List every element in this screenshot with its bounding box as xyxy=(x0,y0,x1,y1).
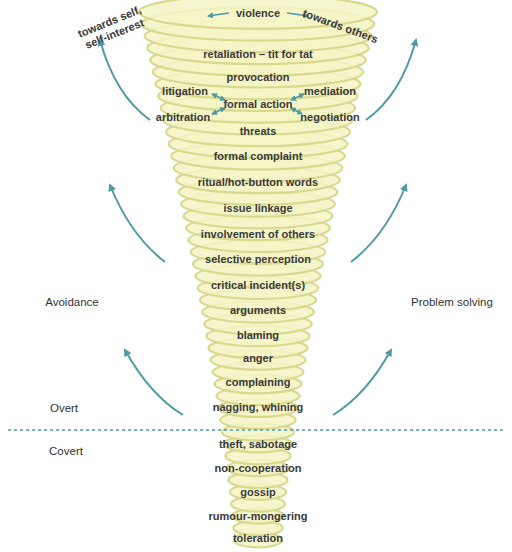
escalation-step: theft, sabotage xyxy=(219,438,297,451)
direction-label: towards self, self-interest xyxy=(69,1,154,55)
escalation-step: toleration xyxy=(233,532,283,545)
escalation-step: mediation xyxy=(304,85,356,98)
escalation-step: anger xyxy=(243,352,273,365)
side-label: Avoidance xyxy=(45,296,99,309)
small-arrows xyxy=(208,13,308,114)
escalation-step: provocation xyxy=(227,71,290,84)
escalation-step: violence xyxy=(236,7,280,20)
escalation-step: formal complaint xyxy=(214,150,303,163)
funnel-ring xyxy=(198,277,319,299)
escalation-step: litigation xyxy=(162,85,208,98)
escalation-step: critical incident(s) xyxy=(211,279,305,292)
escalation-step: non-cooperation xyxy=(215,462,302,475)
escalation-step: selective perception xyxy=(205,253,311,266)
escalation-step: complaining xyxy=(226,376,291,389)
side-label: Problem solving xyxy=(411,296,493,309)
escalation-step: negotiation xyxy=(300,111,359,124)
escalation-step: nagging, whining xyxy=(213,401,303,414)
escalation-step: ritual/hot-button words xyxy=(198,176,318,189)
funnel-ring xyxy=(215,375,302,394)
side-label: Overt xyxy=(50,402,78,415)
escalation-step: involvement of others xyxy=(201,228,315,241)
escalation-step: blaming xyxy=(237,329,279,342)
escalation-step: formal action xyxy=(223,98,292,111)
escalation-step: issue linkage xyxy=(223,202,292,215)
funnel-rings xyxy=(139,0,377,547)
overt-covert-divider xyxy=(8,429,504,431)
escalation-step: arguments xyxy=(230,304,286,317)
escalation-step: gossip xyxy=(240,486,275,499)
side-label: Covert xyxy=(49,445,83,458)
escalation-step: retaliation – tit for tat xyxy=(203,48,312,61)
outward-arrows xyxy=(100,40,416,415)
escalation-step: rumour-mongering xyxy=(209,510,308,523)
escalation-step: threats xyxy=(240,125,277,138)
escalation-step: arbitration xyxy=(156,111,210,124)
funnel-ring xyxy=(193,253,323,276)
